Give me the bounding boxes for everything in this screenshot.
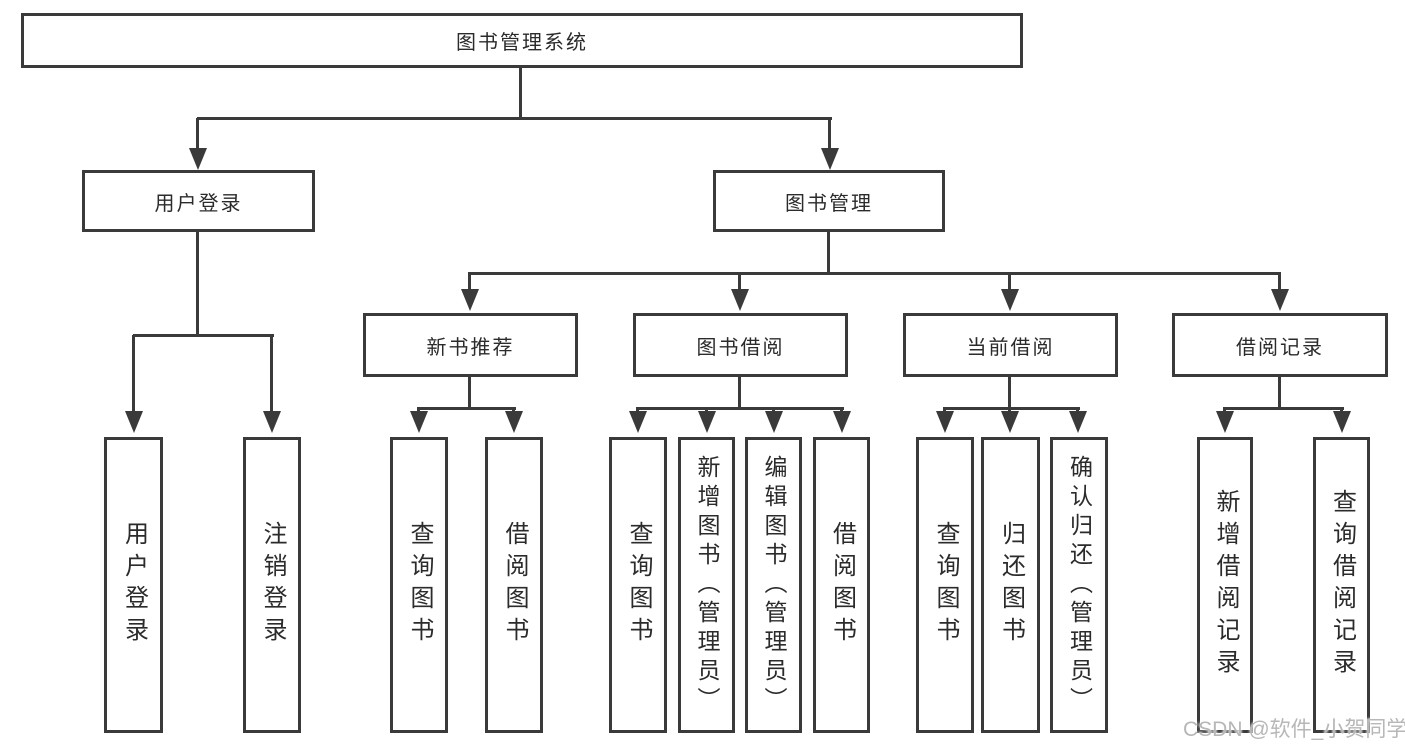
leaf-user-login-label: 用户登录 [120, 521, 148, 649]
arrow-nb-query [410, 411, 428, 433]
arrow-cb-return [1001, 411, 1019, 433]
leaf-borrow-books-newbooks-label: 借阅图书 [501, 521, 528, 649]
edge-to-borrow-records-line [1278, 273, 1281, 291]
arrow-bb-edit [765, 411, 783, 433]
leaf-borrow-books-borrow: 借阅图书 [813, 437, 870, 733]
leaf-confirm-return-admin-label: 确认归还（管理员） [1066, 454, 1093, 716]
leaf-query-books-current: 查询图书 [916, 437, 974, 733]
arrow-to-book-management [821, 148, 839, 170]
edge-root-split-line [197, 117, 832, 120]
csdn-watermark: CSDN @软件_小贺同学 [1183, 718, 1405, 741]
arrow-bb-query [629, 411, 647, 433]
node-current-borrow-label: 当前借阅 [966, 336, 1055, 359]
edge-to-book-borrow-line [738, 273, 741, 291]
arrow-to-user-login [189, 148, 207, 170]
node-current-borrow: 当前借阅 [903, 313, 1118, 377]
arrow-to-current-borrow [1001, 289, 1019, 311]
node-new-book-recommend-label: 新书推荐 [426, 336, 515, 359]
edge-user-login-stem [196, 232, 199, 336]
leaf-query-borrow-record-label: 查询借阅记录 [1328, 489, 1356, 681]
leaf-add-books-admin: 新增图书（管理员） [678, 437, 735, 733]
node-library-system: 图书管理系统 [21, 13, 1023, 68]
edge-borrow-records-stem [1278, 377, 1281, 408]
leaf-edit-books-admin-label: 编辑图书（管理员） [761, 454, 787, 716]
arrow-cb-query [936, 411, 954, 433]
edge-book-management-split-line [468, 272, 1281, 275]
node-library-system-label: 图书管理系统 [456, 32, 588, 54]
node-book-borrow: 图书借阅 [633, 313, 848, 377]
edge-root-stem [519, 68, 522, 118]
leaf-borrow-books-newbooks: 借阅图书 [485, 437, 543, 733]
arrow-to-leaf-logout [263, 411, 281, 433]
edge-to-leaf-user-login-line [132, 335, 135, 413]
leaf-return-books-label: 归还图书 [997, 521, 1025, 649]
node-book-management: 图书管理 [713, 170, 945, 232]
leaf-logout-login-label: 注销登录 [259, 521, 286, 649]
leaf-borrow-books-borrow-label: 借阅图书 [828, 521, 856, 649]
leaf-query-books-borrow-label: 查询图书 [625, 521, 652, 649]
leaf-add-books-admin-label: 新增图书（管理员） [694, 454, 720, 716]
node-user-login: 用户登录 [82, 170, 315, 232]
leaf-query-borrow-record: 查询借阅记录 [1313, 437, 1370, 733]
arrow-br-query [1333, 411, 1351, 433]
arrow-br-add [1216, 411, 1234, 433]
edge-user-login-split-line [133, 334, 274, 337]
edge-to-current-borrow-line [1008, 273, 1011, 291]
node-book-management-label: 图书管理 [785, 192, 873, 215]
leaf-user-login: 用户登录 [104, 437, 163, 733]
leaf-edit-books-admin: 编辑图书（管理员） [745, 437, 802, 733]
leaf-query-books-newbooks: 查询图书 [390, 437, 448, 733]
arrow-bb-add [698, 411, 716, 433]
arrow-to-leaf-user-login [125, 411, 143, 433]
node-user-login-label: 用户登录 [154, 192, 243, 215]
edge-new-books-stem [468, 377, 471, 408]
edge-borrow-records-split-line [1223, 407, 1344, 410]
arrow-bb-borrow [833, 411, 851, 433]
leaf-add-borrow-record-label: 新增借阅记录 [1212, 489, 1239, 681]
node-borrow-records: 借阅记录 [1172, 313, 1388, 377]
edge-to-new-books-line [468, 273, 471, 291]
leaf-query-books-newbooks-label: 查询图书 [406, 521, 433, 649]
leaf-logout-login: 注销登录 [243, 437, 301, 733]
edge-book-borrow-stem [738, 377, 741, 408]
leaf-query-books-current-label: 查询图书 [932, 521, 959, 649]
arrow-nb-borrow [505, 411, 523, 433]
arrow-to-borrow-records [1271, 289, 1289, 311]
edge-to-book-management-line [828, 118, 831, 150]
leaf-confirm-return-admin: 确认归还（管理员） [1050, 437, 1108, 733]
edge-book-management-stem [827, 232, 830, 273]
arrow-to-new-books [461, 289, 479, 311]
leaf-query-books-borrow: 查询图书 [609, 437, 667, 733]
edge-book-borrow-split-line [636, 407, 844, 410]
node-borrow-records-label: 借阅记录 [1236, 336, 1324, 359]
arrow-to-book-borrow [731, 289, 749, 311]
leaf-add-borrow-record: 新增借阅记录 [1197, 437, 1253, 733]
edge-current-borrow-split-line [943, 407, 1080, 410]
node-book-borrow-label: 图书借阅 [696, 336, 785, 359]
edge-to-user-login-line [196, 118, 199, 150]
edge-to-leaf-logout-line [270, 335, 273, 413]
node-new-book-recommend: 新书推荐 [363, 313, 578, 377]
leaf-return-books: 归还图书 [981, 437, 1040, 733]
edge-new-books-split-line [417, 407, 516, 410]
edge-current-borrow-stem [1008, 377, 1011, 408]
arrow-cb-confirm [1069, 411, 1087, 433]
